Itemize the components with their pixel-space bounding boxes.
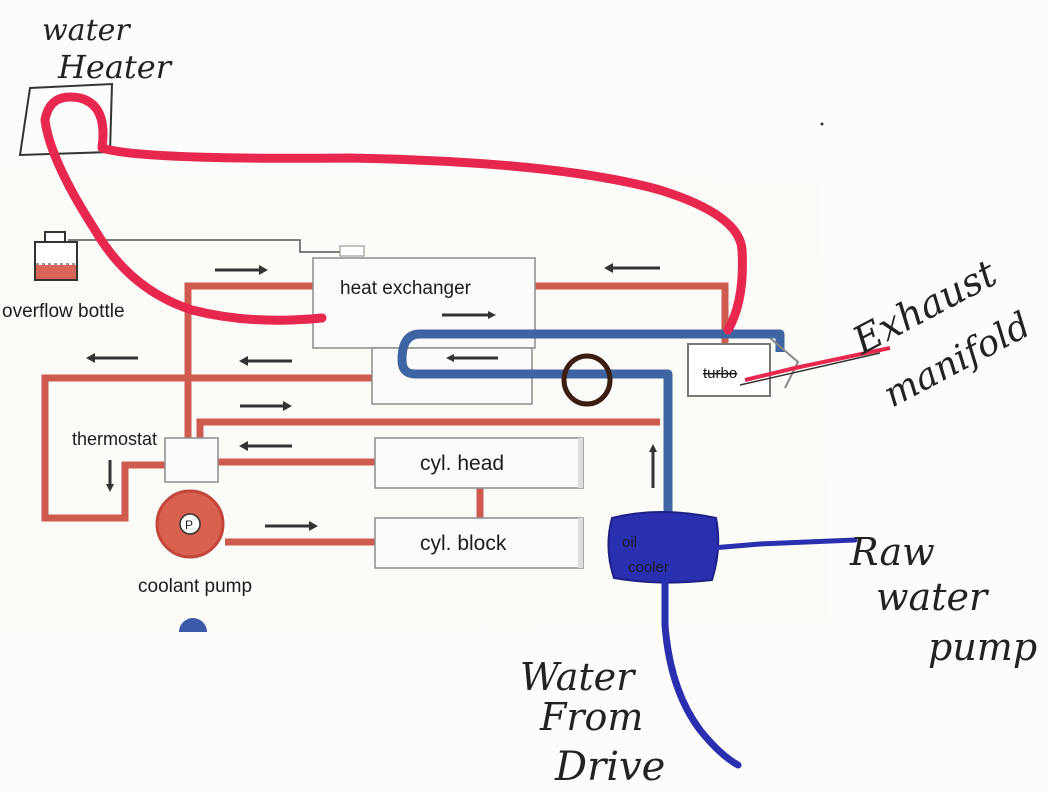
coolant-pipe-top-right: [535, 282, 729, 345]
coolant-pipe-top-left: [184, 282, 315, 440]
sheet-bottom-mask: [170, 632, 220, 652]
turbo-label: turbo: [703, 365, 737, 382]
turbo: turbo: [687, 337, 800, 397]
arrow-right-pump: [265, 521, 318, 531]
arrow-right-mid: [240, 401, 292, 411]
raw-water-loop: [397, 329, 785, 520]
heat-exchanger-cap: [339, 245, 365, 257]
coolant-circuit: [41, 239, 729, 546]
exhaust-pointer-line-dark: [739, 352, 881, 386]
overflow-bottle: [34, 231, 78, 281]
thermostat-label: thermostat: [72, 429, 157, 449]
arrow-up-raw-water: [649, 444, 657, 488]
turbo-outlet: [769, 337, 800, 389]
raw-label-line2: water: [876, 575, 990, 619]
arrow-left-top-right: [604, 263, 660, 273]
thermostat: [164, 437, 219, 483]
water-heater-label-line2: Heater: [57, 48, 173, 86]
water-heater-hose: [40, 92, 747, 335]
exhaust-pointer-line: [744, 346, 891, 382]
raw-water-pump-line: [709, 537, 858, 551]
oil-cooler-label-line1: oil: [622, 534, 637, 551]
heat-exchanger-label: heat exchanger: [340, 278, 472, 299]
cylinder-block: cyl. block: [374, 517, 584, 569]
arrow-left-thermostat: [239, 441, 292, 451]
cyl-block-label: cyl. block: [420, 532, 507, 555]
coolant-pump: P: [155, 489, 225, 559]
stray-dot: [820, 122, 824, 126]
oil-cooler: oil cooler: [607, 511, 720, 584]
overflow-bottle-label: overflow bottle: [2, 301, 125, 322]
arrow-left-heat-exchanger: [446, 354, 498, 362]
arrow-down-thermostat: [106, 460, 114, 492]
cylinder-head: cyl. head: [374, 437, 584, 489]
coolant-pipe-outer-loop: [41, 374, 372, 522]
drive-label-line3: Drive: [554, 744, 665, 790]
flow-arrows: [86, 263, 660, 531]
raw-water-circuit: [397, 329, 785, 520]
marked-circle: [561, 353, 613, 407]
overflow-hose: [68, 239, 340, 253]
arrow-right-heat-exchanger: [442, 311, 496, 319]
coolant-pipe-mid: [196, 418, 660, 440]
raw-label-line3: pump: [928, 625, 1037, 669]
drive-label-line2: From: [539, 695, 643, 739]
oil-cooler-label-line2: cooler: [628, 559, 669, 576]
arrow-right-top-left: [215, 265, 268, 275]
coolant-pump-label: coolant pump: [138, 576, 252, 597]
cyl-head-label: cyl. head: [420, 452, 504, 475]
raw-label-line1: Raw: [849, 530, 935, 574]
water-heater-label-line1: water: [42, 13, 131, 48]
pump-letter: P: [185, 518, 193, 532]
drive-label-line1: Water: [520, 655, 637, 699]
arrow-left-mid: [239, 356, 292, 366]
arrow-left-outer: [86, 353, 138, 363]
drive-water-line: [661, 578, 742, 769]
